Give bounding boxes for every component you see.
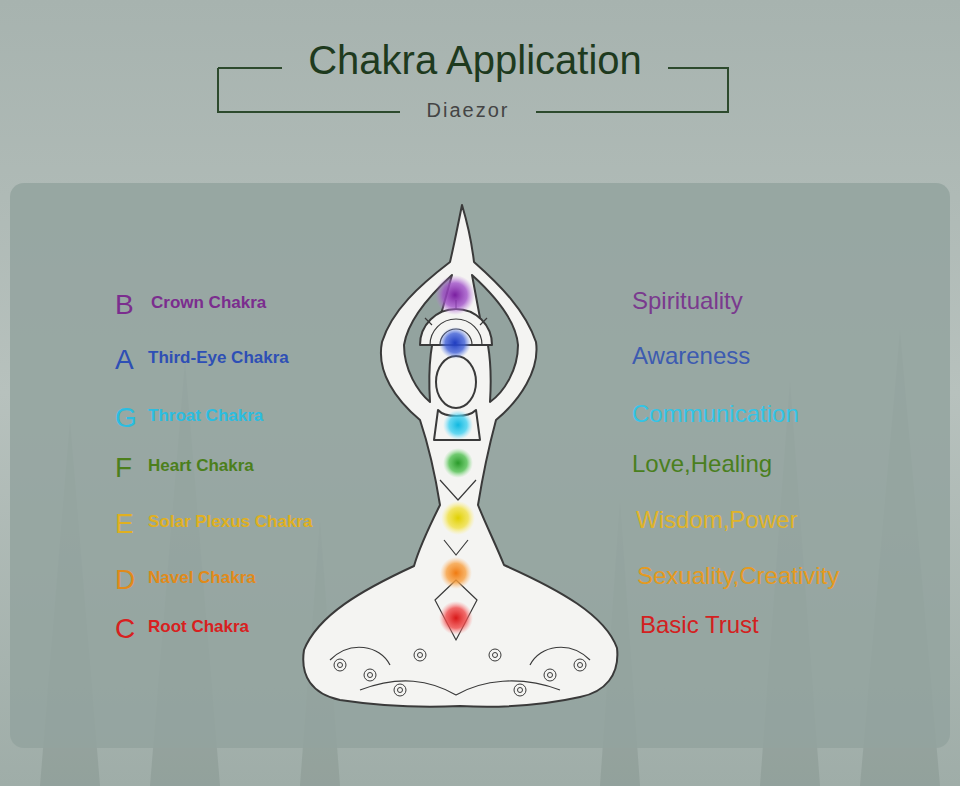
chakra-name: Root Chakra <box>148 617 249 637</box>
chakra-meaning: Spirituality <box>632 287 743 315</box>
chakra-glows <box>435 275 475 635</box>
chakra-meaning: Love,Healing <box>632 450 772 478</box>
chakra-meaning: Basic Trust <box>640 611 759 639</box>
chakra-name: Solar Plexus Chakra <box>148 512 312 532</box>
note-letter: C <box>115 613 135 645</box>
meditating-figure <box>303 205 617 707</box>
note-letter: E <box>115 508 134 540</box>
chakra-name: Navel Chakra <box>148 568 256 588</box>
note-letter: A <box>115 344 134 376</box>
chakra-name: Heart Chakra <box>148 456 254 476</box>
chakra-name: Crown Chakra <box>151 293 266 313</box>
chakra-meaning: Communication <box>632 400 799 428</box>
brand-name: Diaezor <box>427 99 510 122</box>
chakra-name: Throat Chakra <box>148 406 263 426</box>
chakra-meaning: Wisdom,Power <box>636 506 797 534</box>
chakra-name: Third-Eye Chakra <box>148 348 289 368</box>
chakra-meaning: Awareness <box>632 342 750 370</box>
note-letter: G <box>115 402 137 434</box>
note-letter: B <box>115 289 134 321</box>
title: Chakra Application <box>308 37 642 83</box>
panel <box>10 183 950 748</box>
note-letter: F <box>115 452 132 484</box>
note-letter: D <box>115 564 135 596</box>
chakra-meaning: Sexuality,Creativity <box>637 562 839 590</box>
